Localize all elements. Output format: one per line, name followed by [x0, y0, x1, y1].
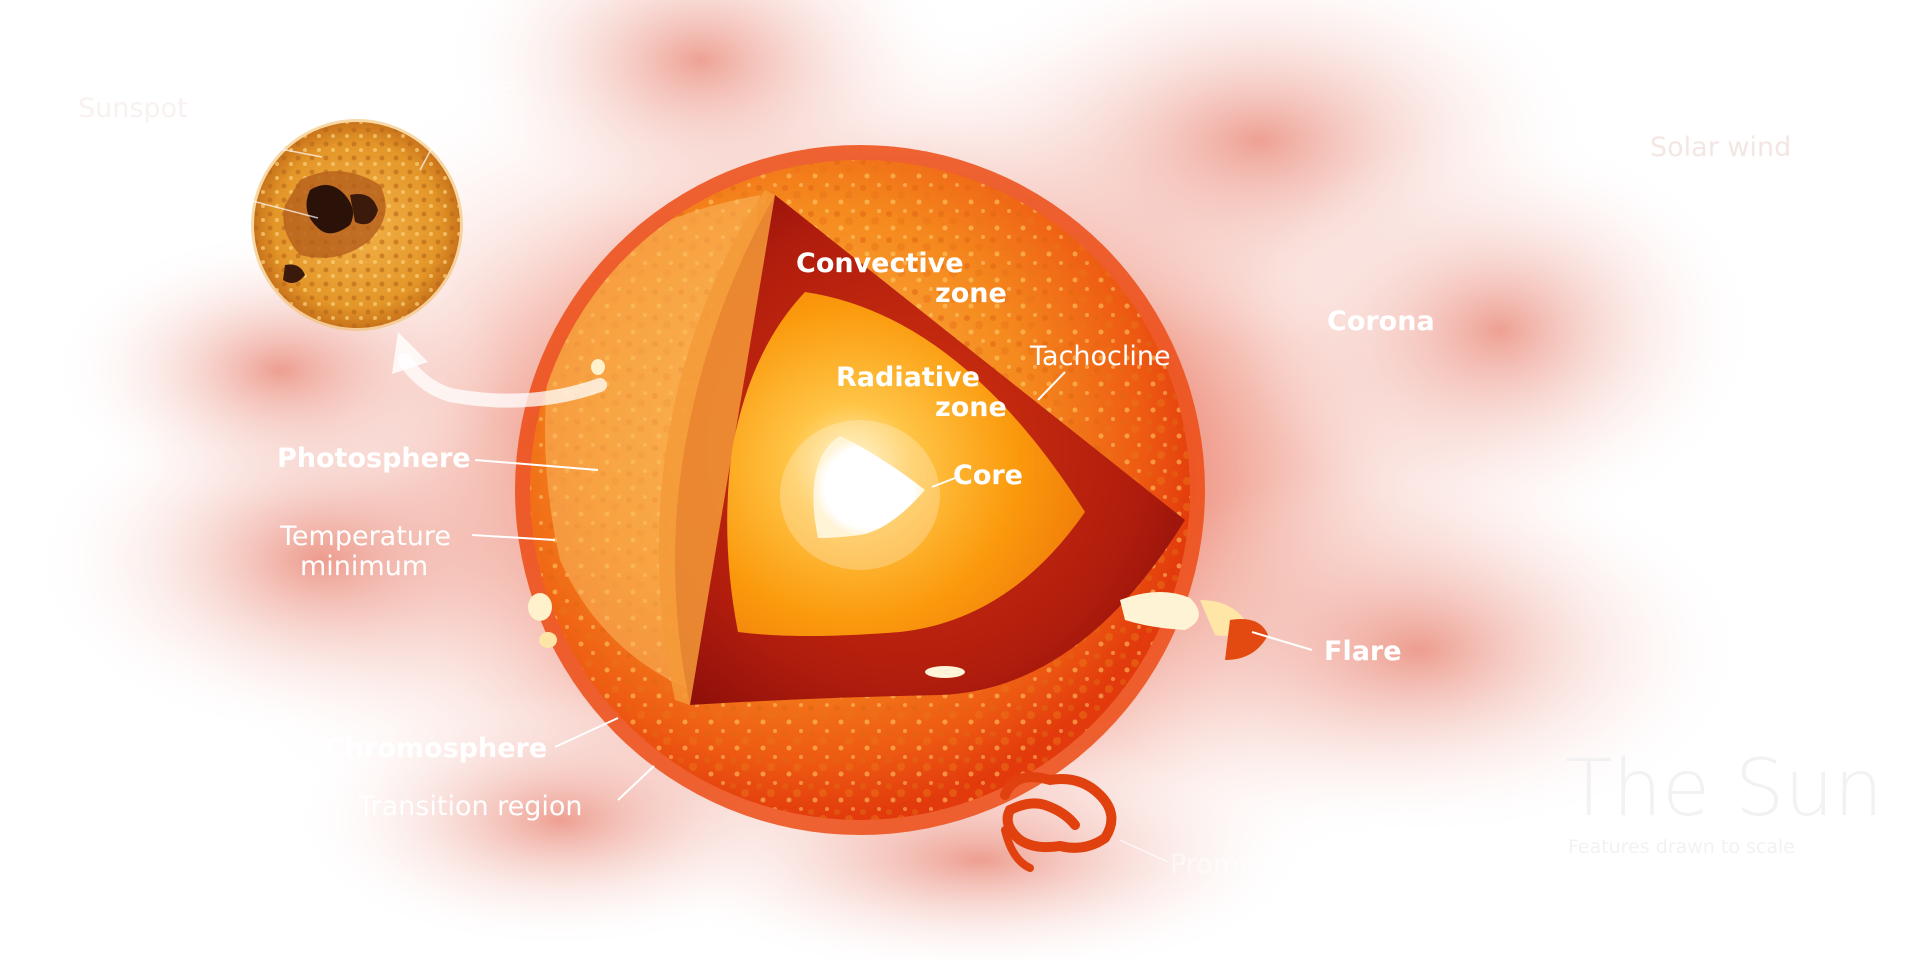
sunspot-umbra — [306, 185, 354, 234]
prominence — [1000, 772, 1117, 872]
zoom-arrow — [398, 353, 607, 408]
label-corona: Corona — [1327, 306, 1435, 337]
leader-lines — [209, 104, 1313, 863]
label-granule: Granule — [408, 72, 515, 103]
diagram-subtitle: Features drawn to scale — [1568, 836, 1795, 858]
label-convective-zone-1: Convective — [796, 248, 964, 279]
label-core: Core — [953, 460, 1023, 491]
label-convective-zone-2: zone — [935, 278, 1007, 309]
label-transition-region: Transition region — [357, 791, 583, 822]
radiative-zone-region — [727, 292, 1085, 636]
label-chromosphere: Chromosphere — [325, 733, 547, 764]
core-region — [813, 436, 925, 538]
label-prominence: Prominence — [1170, 849, 1329, 880]
label-sunspot: Sunspot — [78, 93, 188, 124]
label-temperature-minimum-1: Temperature — [279, 521, 451, 552]
granule-inset — [251, 119, 463, 331]
label-tachocline: Tachocline — [1029, 341, 1171, 372]
cutaway — [658, 190, 1185, 705]
zoom-arrowhead — [392, 332, 428, 374]
label-radiative-zone-1: Radiative — [836, 362, 980, 393]
label-solar-wind: Solar wind — [1650, 132, 1791, 163]
label-umbra: Umbra — [98, 169, 189, 200]
label-radiative-zone-2: zone — [935, 392, 1007, 423]
diagram-title: The Sun — [1565, 744, 1883, 834]
label-photosphere: Photosphere — [277, 443, 471, 474]
flare-spots — [528, 359, 1245, 678]
flare-protrusion — [1225, 619, 1268, 660]
label-flare: Flare — [1324, 636, 1402, 667]
label-temperature-minimum-2: minimum — [300, 551, 428, 582]
label-penumbra: Penumbra — [98, 132, 235, 163]
